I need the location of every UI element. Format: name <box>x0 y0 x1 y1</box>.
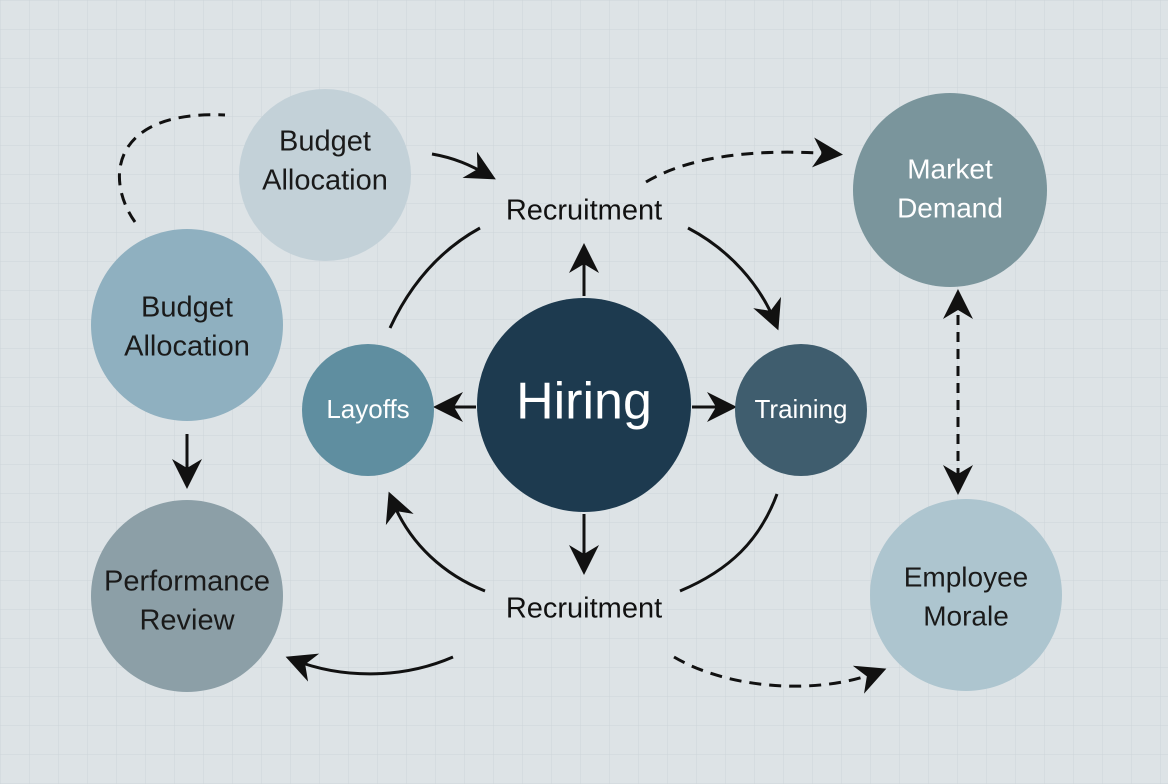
node-circle <box>735 344 867 476</box>
node-circle <box>853 93 1047 287</box>
layoffs-to-recruitment-arc <box>388 226 481 329</box>
node-market-demand[interactable]: Market Demand <box>853 93 1047 287</box>
node-label: Allocation <box>124 331 250 363</box>
recruitment-label-top: Recruitment <box>506 195 662 227</box>
node-label: Employee <box>904 561 1029 592</box>
budget-to-recruitment-arrow <box>431 151 496 180</box>
node-label: Budget <box>141 292 233 324</box>
recruitment-to-morale-dashed-arrow <box>673 655 887 694</box>
node-label: Budget <box>279 126 371 158</box>
dashed-loop-arrow <box>117 113 226 223</box>
node-budget-allocation-top[interactable]: Budget Allocation <box>239 89 411 261</box>
recruitment-to-market-dashed-arrow <box>645 137 843 184</box>
node-circle <box>477 298 691 512</box>
node-label: Performance <box>104 566 270 598</box>
recruitment-to-performance-arrow <box>285 653 454 682</box>
node-circle <box>239 89 411 261</box>
node-circle <box>91 500 283 692</box>
node-performance-review[interactable]: Performance Review <box>91 500 283 692</box>
training-to-recruitment-arc <box>679 493 779 593</box>
recruitment-to-training-arc <box>687 226 782 331</box>
recruitment-label-bottom: Recruitment <box>506 593 662 625</box>
node-label: Market <box>907 153 993 184</box>
node-label: Hiring <box>516 373 652 431</box>
node-training[interactable]: Training <box>735 344 867 476</box>
node-label: Review <box>139 605 235 637</box>
node-label: Morale <box>923 600 1009 631</box>
node-circle <box>91 229 283 421</box>
node-label: Demand <box>897 192 1003 223</box>
node-hiring[interactable]: Hiring <box>477 298 691 512</box>
node-label: Allocation <box>262 165 388 197</box>
node-employee-morale[interactable]: Employee Morale <box>870 499 1062 691</box>
node-circle <box>302 344 434 476</box>
node-circle <box>870 499 1062 691</box>
node-budget-allocation-left[interactable]: Budget Allocation <box>91 229 283 421</box>
node-label: Layoffs <box>326 394 409 424</box>
recruitment-to-layoffs-arc <box>385 491 486 593</box>
node-layoffs[interactable]: Layoffs <box>302 344 434 476</box>
node-label: Training <box>755 394 848 424</box>
